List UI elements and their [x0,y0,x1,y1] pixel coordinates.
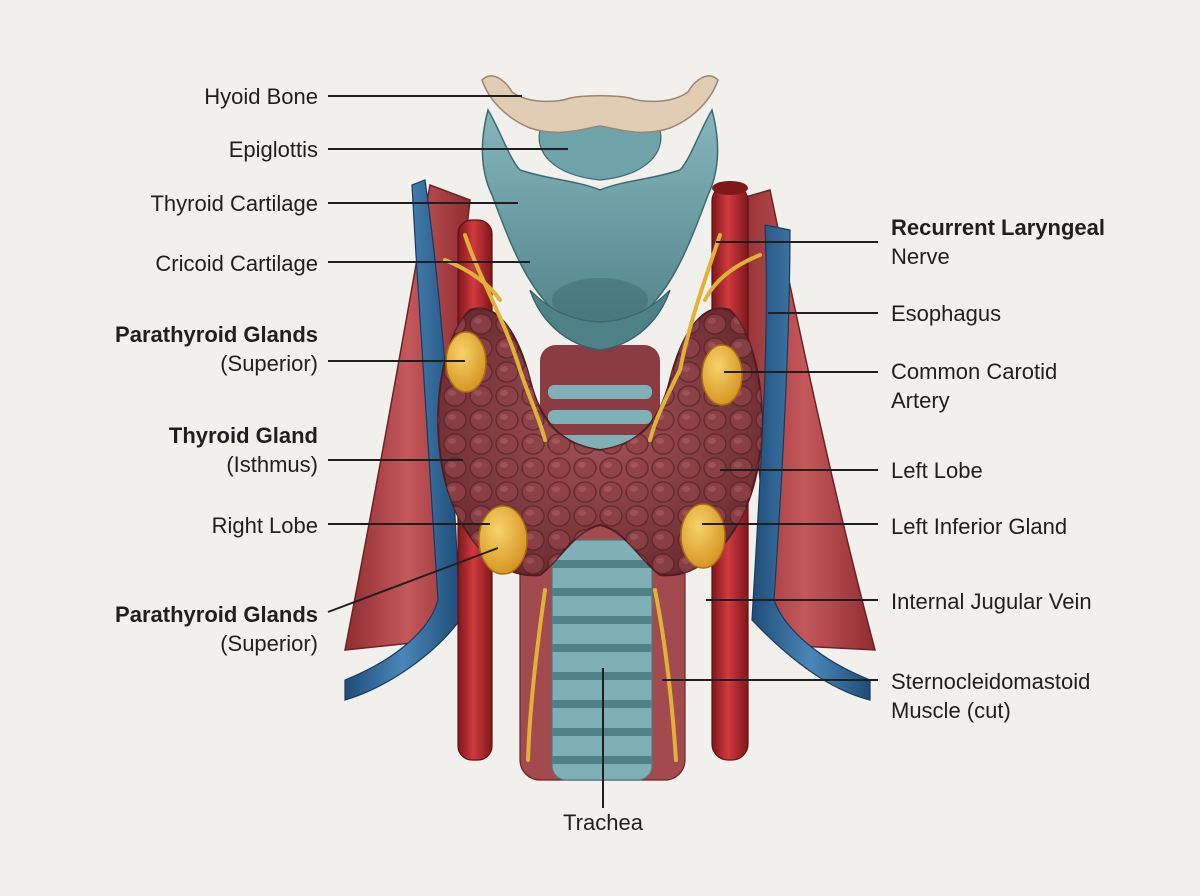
label-left-inferior-gland: Left Inferior Gland [891,514,1068,539]
label-epiglottis: Epiglottis [228,137,318,162]
label-common-carotid-line1: Common Carotid [891,359,1058,384]
label-recurrent-laryngeal-title: Recurrent Laryngeal [891,215,1105,240]
label-parathyroid-superior-title: Parathyroid Glands [115,322,318,347]
label-hyoid-bone: Hyoid Bone [204,84,318,109]
leader-lines [327,95,878,808]
label-parathyroid-superior-sub: (Superior) [220,351,318,376]
label-left-lobe: Left Lobe [891,458,983,483]
label-thyroid-gland-title: Thyroid Gland [168,423,318,448]
label-thyroid-gland: Thyroid Gland (Isthmus) [169,421,318,479]
parathyroid-inferior-left [680,503,726,569]
label-common-carotid: Common Carotid Artery [891,357,1057,415]
label-common-carotid-line2: Artery [891,388,950,413]
label-sternocleidomastoid: Sternocleidomastoid Muscle (cut) [891,667,1090,725]
label-right-lobe: Right Lobe [211,513,318,538]
label-parathyroid-lower: Parathyroid Glands (Superior) [115,600,318,658]
label-trachea: Trachea [563,810,643,835]
label-sternocleidomastoid-line2: Muscle (cut) [891,698,1011,723]
recurrent-laryngeal-nerves [443,233,762,762]
label-internal-jugular-vein: Internal Jugular Vein [891,589,1092,614]
label-recurrent-laryngeal-sub: Nerve [891,244,950,269]
label-thyroid-cartilage: Thyroid Cartilage [150,191,318,216]
label-esophagus: Esophagus [891,301,1002,326]
label-recurrent-laryngeal: Recurrent Laryngeal Nerve [891,213,1105,271]
label-cricoid-cartilage: Cricoid Cartilage [155,251,318,276]
label-thyroid-gland-sub: (Isthmus) [226,452,318,477]
label-parathyroid-lower-sub: (Superior) [220,631,318,656]
hyoid-bone-shape [481,75,719,134]
parathyroid-superior-left [701,344,743,406]
label-parathyroid-superior: Parathyroid Glands (Superior) [115,320,318,378]
parathyroid-inferior-right [478,505,528,575]
label-parathyroid-lower-title: Parathyroid Glands [115,602,318,627]
label-sternocleidomastoid-line1: Sternocleidomastoid [891,669,1091,694]
thyroid-cartilage-shape [481,108,719,341]
